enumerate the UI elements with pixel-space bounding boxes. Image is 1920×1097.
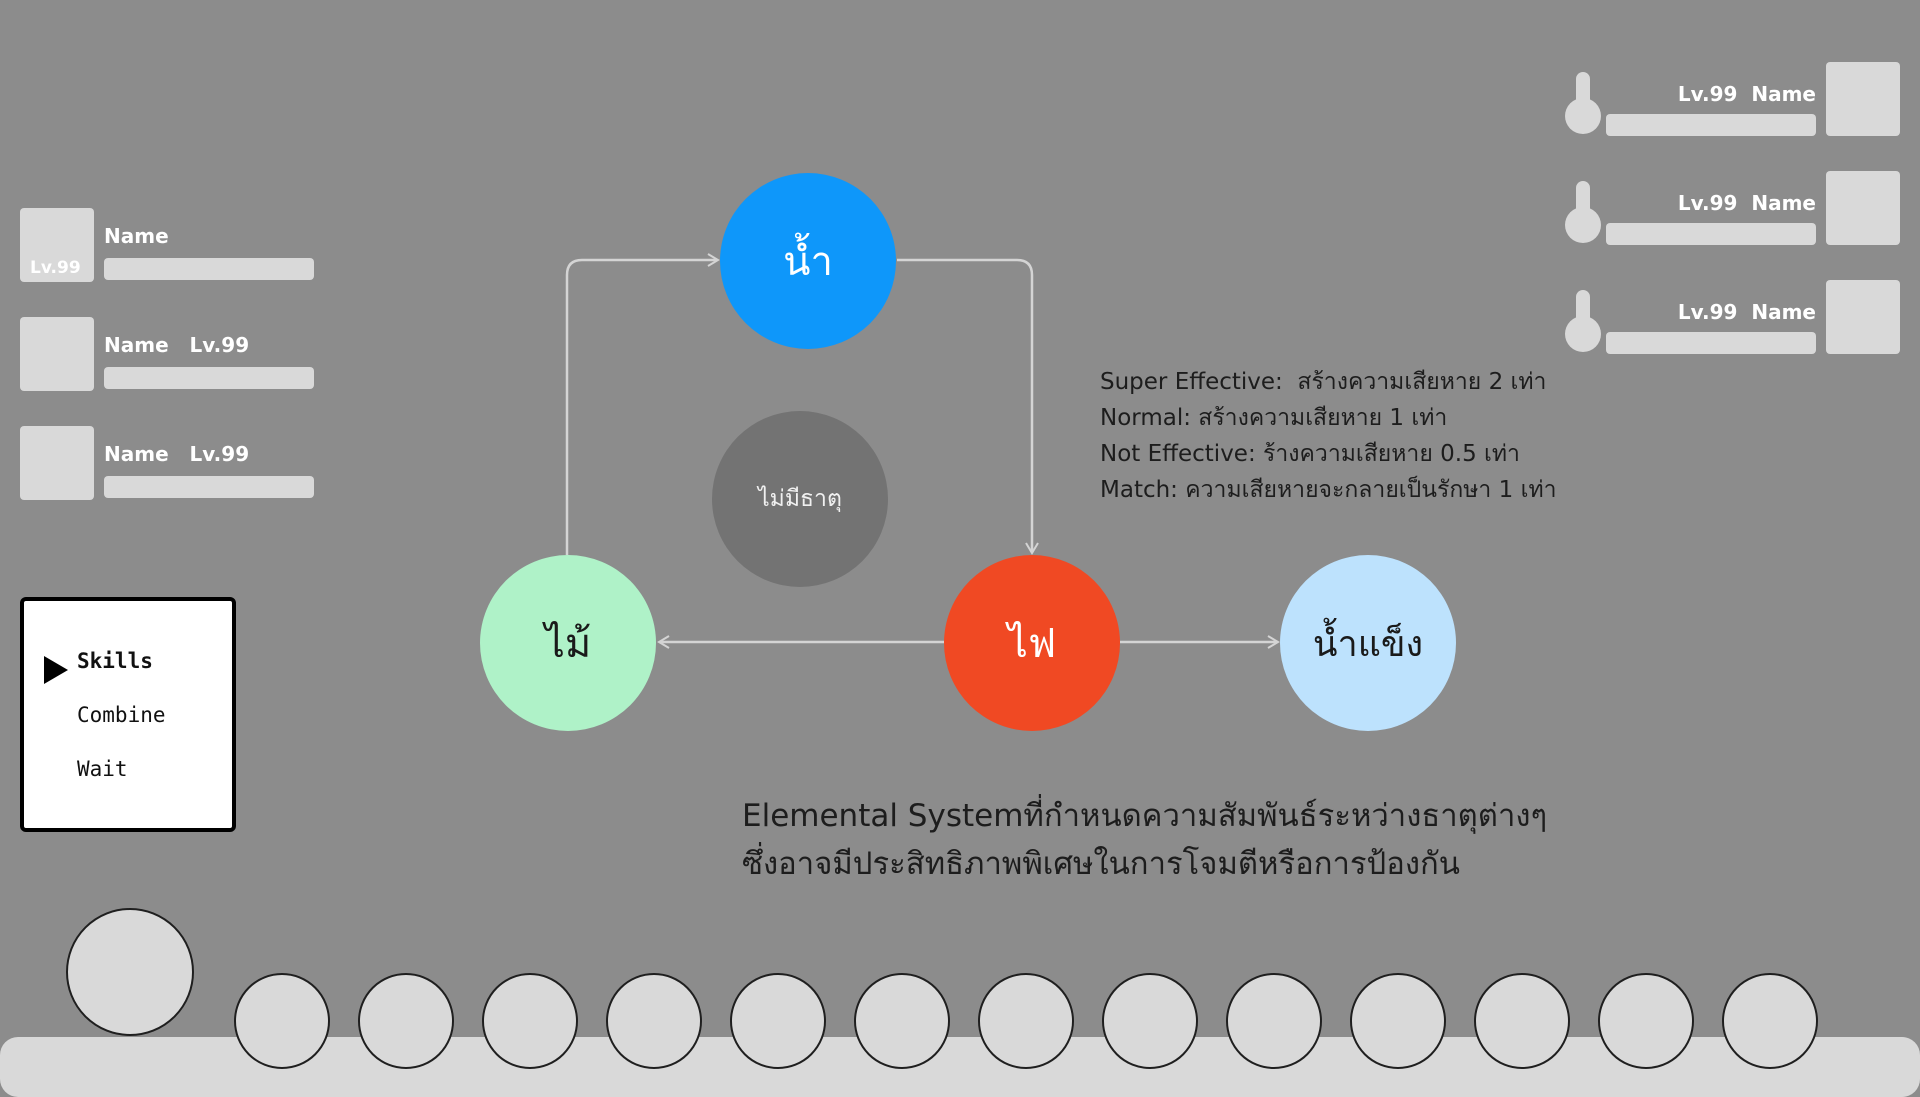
party-name: Name: [104, 224, 169, 248]
element-ice-label: น้ำแข็ง: [1312, 623, 1424, 665]
hotbar-slot-2[interactable]: [358, 973, 454, 1069]
hp-bar: [104, 258, 314, 280]
party-name: Name Lv.99: [104, 333, 250, 357]
element-none: ไม่มีธาตุ: [712, 411, 888, 587]
enemy-2[interactable]: Lv.99 Name: [1560, 171, 1900, 245]
hotbar-slot-3[interactable]: [482, 973, 578, 1069]
enemy-portrait[interactable]: [1826, 171, 1900, 245]
enemy-portrait[interactable]: [1826, 280, 1900, 354]
party-portrait[interactable]: [20, 317, 94, 391]
party-portrait[interactable]: Lv.99: [20, 208, 94, 282]
menu-item-combine[interactable]: Combine: [77, 703, 166, 727]
enemy-hp-bar: [1606, 223, 1816, 245]
element-ice: น้ำแข็ง: [1280, 555, 1456, 731]
hotbar-slot-1[interactable]: [234, 973, 330, 1069]
enemy-label: Lv.99 Name: [1677, 191, 1816, 215]
arrow-water-to-fire: [897, 258, 1039, 555]
menu-item-wait[interactable]: Wait: [77, 757, 128, 781]
party-member-3[interactable]: Name Lv.99: [20, 426, 320, 500]
caption-line-2: ซึ่งอาจมีประสิทธิภาพพิเศษในการโจมตีหรือก…: [742, 846, 1460, 882]
effectiveness-match: Match: ความเสียหายจะกลายเป็นรักษา 1 เท่า: [1100, 477, 1557, 503]
effectiveness-not: Not Effective: ร้างความเสียหาย 0.5 เท่า: [1100, 441, 1520, 467]
hotbar-slot-10[interactable]: [1350, 973, 1446, 1069]
effectiveness-super: Super Effective: สร้างความเสียหาย 2 เท่า: [1100, 369, 1547, 395]
element-wood-label: ไม้: [544, 621, 592, 667]
hotbar-slot-7[interactable]: [978, 973, 1074, 1069]
element-wood: ไม้: [480, 555, 656, 731]
enemy-hp-bar: [1606, 332, 1816, 354]
party-portrait[interactable]: [20, 426, 94, 500]
element-fire-label: ไฟ: [1007, 621, 1057, 667]
hotbar-slot-4[interactable]: [606, 973, 702, 1069]
effectiveness-normal: Normal: สร้างความเสียหาย 1 เท่า: [1100, 405, 1448, 431]
hotbar-slot-5[interactable]: [730, 973, 826, 1069]
command-menu: Skills Combine Wait: [20, 597, 236, 832]
element-none-label: ไม่มีธาตุ: [758, 486, 842, 512]
party-member-1[interactable]: Lv.99 Name: [20, 208, 320, 282]
hotbar-slot-6[interactable]: [854, 973, 950, 1069]
party-level: Lv.99: [30, 258, 81, 278]
enemy-3[interactable]: Lv.99 Name: [1560, 280, 1900, 354]
thermometer-icon: [1564, 181, 1602, 245]
element-water: น้ำ: [720, 173, 896, 349]
party-name: Name Lv.99: [104, 442, 250, 466]
hotbar-slot-9[interactable]: [1226, 973, 1322, 1069]
element-fire: ไฟ: [944, 555, 1120, 731]
hp-bar: [104, 367, 314, 389]
hotbar-slot-12[interactable]: [1598, 973, 1694, 1069]
arrow-wood-to-water: [565, 253, 720, 555]
menu-item-skills[interactable]: Skills: [77, 649, 153, 673]
cursor-arrow-icon: [44, 656, 68, 684]
hotbar-slot-13[interactable]: [1722, 973, 1818, 1069]
party-member-2[interactable]: Name Lv.99: [20, 317, 320, 391]
enemy-hp-bar: [1606, 114, 1816, 136]
enemy-label: Lv.99 Name: [1677, 300, 1816, 324]
element-water-label: น้ำ: [783, 239, 833, 285]
enemy-label: Lv.99 Name: [1677, 82, 1816, 106]
hotbar-slot-8[interactable]: [1102, 973, 1198, 1069]
active-character-slot[interactable]: [66, 908, 194, 1036]
enemy-portrait[interactable]: [1826, 62, 1900, 136]
enemy-1[interactable]: Lv.99 Name: [1560, 62, 1900, 136]
thermometer-icon: [1564, 290, 1602, 354]
hp-bar: [104, 476, 314, 498]
thermometer-icon: [1564, 72, 1602, 136]
hotbar-slot-11[interactable]: [1474, 973, 1570, 1069]
caption-line-1: Elemental Systemที่กำหนดความสัมพันธ์ระหว…: [742, 798, 1548, 834]
